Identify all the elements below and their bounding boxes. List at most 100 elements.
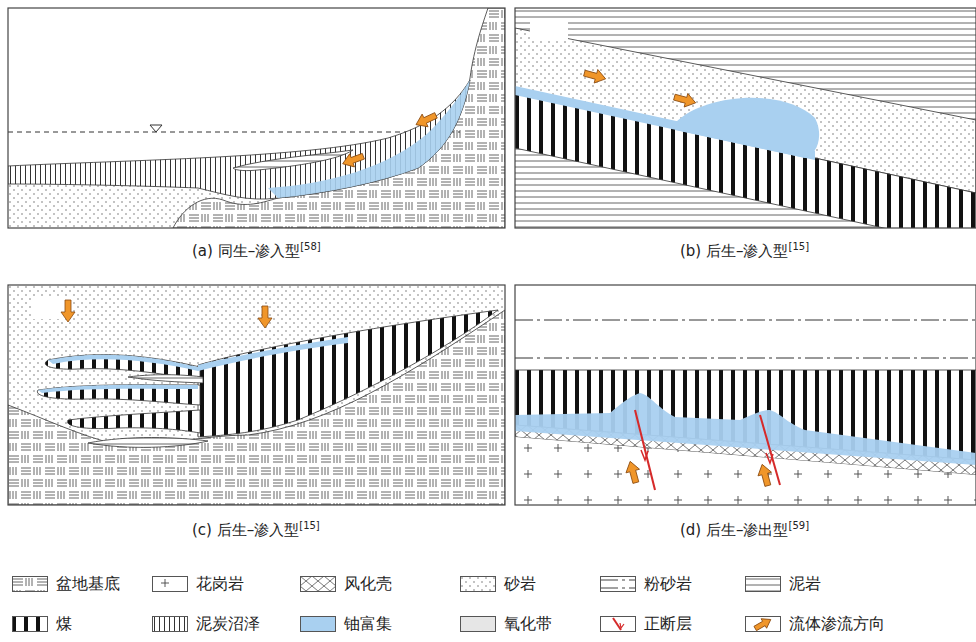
panel-b (515, 8, 976, 228)
legend-sample (460, 576, 496, 592)
fault-slip-sample (620, 623, 624, 628)
reference-number: [58] (300, 241, 321, 252)
sample-ground (601, 617, 636, 632)
caption-text: (a) 同生–渗入型 (192, 242, 300, 260)
panel-caption: (b) 后生–渗入型[15] (680, 241, 809, 261)
pattern-sample (601, 577, 635, 591)
uranium-roll (675, 98, 819, 158)
legend-text: 泥岩 (789, 574, 821, 594)
sample-ground (13, 577, 48, 592)
sample-ground (746, 577, 781, 592)
legend-text: 花岗岩 (196, 574, 244, 594)
flow-arrow (61, 300, 75, 322)
water-level-mark (150, 125, 162, 132)
legend-text: 铀富集 (344, 614, 392, 634)
legend-swatch (152, 616, 188, 632)
uranium-enrichment (48, 355, 198, 371)
pattern-sample (746, 577, 780, 591)
panel-caption: (c) 后生–渗入型[15] (192, 520, 320, 540)
sample-border (601, 577, 636, 592)
sample-border (746, 577, 781, 592)
legend-swatch (12, 576, 48, 592)
sample-border (13, 617, 48, 632)
water-ground (8, 8, 505, 228)
panel-c (8, 285, 505, 505)
pattern-sample (153, 617, 187, 631)
sample-ground (601, 577, 636, 592)
fault-slip-mark (766, 453, 773, 463)
legend-text: 粉砂岩 (644, 574, 692, 594)
panel-frame (515, 8, 976, 228)
legend-swatch (12, 616, 48, 632)
legend-text: 氧化带 (504, 614, 552, 634)
basin-basement (173, 8, 505, 228)
flow-arrow (258, 306, 272, 328)
reference-number: [15] (789, 241, 810, 252)
mudstone-lens (88, 438, 208, 448)
sample-ground (153, 577, 188, 592)
uranium-enrichment (38, 385, 198, 393)
sandstone (8, 285, 505, 505)
legend-text: 风化壳 (344, 574, 392, 594)
caption-text: (c) 后生–渗入型 (192, 521, 299, 539)
uranium-enrichment (515, 393, 976, 465)
legend-sample (12, 616, 48, 632)
legend-sample (745, 576, 781, 592)
legend-sample (152, 616, 188, 632)
reference-number: [59] (789, 520, 810, 531)
mudstone-lens (128, 375, 203, 383)
legend-sample (745, 616, 781, 632)
legend-sample (152, 576, 188, 592)
mudstone-lens (233, 150, 353, 171)
panel-frame (8, 8, 505, 228)
flow-arrow (340, 150, 365, 171)
legend-swatch (460, 616, 496, 632)
legend-swatch (600, 576, 636, 592)
sample-border (153, 577, 188, 592)
panel-a (8, 8, 505, 228)
sample-border (153, 617, 188, 632)
flow-arrow (673, 90, 698, 109)
caption-text: (d) 后生–渗出型 (680, 521, 789, 539)
flow-arrow (623, 460, 642, 485)
legend-sample (600, 616, 636, 632)
legend-text: 正断层 (644, 614, 692, 634)
legend-text: 流体渗流方向 (789, 614, 885, 634)
coal-tongue (67, 410, 200, 433)
legend-swatch (300, 616, 336, 632)
ground (515, 285, 976, 505)
panel-frame (515, 285, 976, 505)
sample-ground (153, 617, 188, 632)
pattern-sample (153, 577, 187, 591)
legend-text: 泥炭沼泽 (196, 614, 260, 634)
pattern-sample (13, 617, 47, 631)
pattern-sample (461, 577, 495, 591)
sample-border (13, 577, 48, 592)
flow-arrow (413, 109, 439, 131)
legend-swatch (600, 616, 636, 632)
sample-ground (301, 577, 336, 592)
legend-text: 盆地基底 (56, 574, 120, 594)
coal-body (198, 310, 498, 437)
legend-sample (600, 576, 636, 592)
legend-text: 煤 (56, 614, 72, 634)
legend-swatch (460, 576, 496, 592)
sample-border (461, 577, 496, 592)
blank-patch (530, 18, 568, 40)
water-level (8, 132, 460, 133)
legend-swatch (745, 616, 781, 632)
legend-sample (300, 576, 336, 592)
legend-swatch (152, 576, 188, 592)
fault-slip-mark (641, 450, 648, 460)
peat-swamp (8, 80, 470, 199)
legend-text: 砂岩 (504, 574, 536, 594)
coal-tongue (37, 385, 200, 405)
siltstone-line (515, 358, 976, 359)
siltstone-line (515, 320, 976, 321)
legend-swatch (745, 576, 781, 592)
pattern-sample (301, 577, 335, 591)
uranium-enrichment (198, 337, 348, 371)
panel-d (515, 285, 976, 505)
